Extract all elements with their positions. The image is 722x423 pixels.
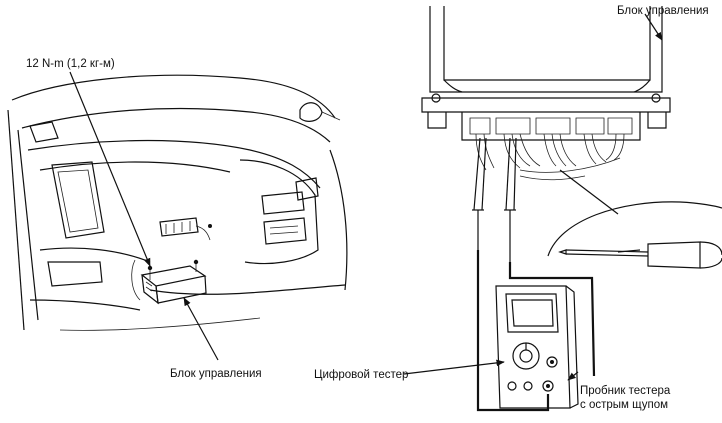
probe-leader-line [567, 371, 579, 381]
control-unit-right-label: Блок управления [617, 5, 709, 17]
probe-label-line2: с острым щупом [580, 399, 668, 411]
digital-tester-leader-line [403, 359, 505, 375]
probe-magnified-view [547, 201, 722, 269]
vehicle-interior-illustration [7, 74, 348, 331]
tester-probes [472, 137, 619, 412]
control-unit-right-leader-line [644, 13, 663, 41]
torque-label: 12 N-m (1,2 кг-м) [26, 58, 115, 70]
torque-leader-line [69, 71, 151, 267]
control-unit-right-illustration [421, 6, 671, 141]
digital-tester-label: Цифровой тестер [314, 369, 408, 381]
control-unit-left-leader-line [183, 297, 219, 361]
digital-tester-device [495, 285, 579, 409]
wiring-harness [475, 133, 625, 181]
probe-label-line1: Пробник тестера [580, 385, 671, 397]
control-unit-left-label: Блок управления [170, 368, 262, 380]
